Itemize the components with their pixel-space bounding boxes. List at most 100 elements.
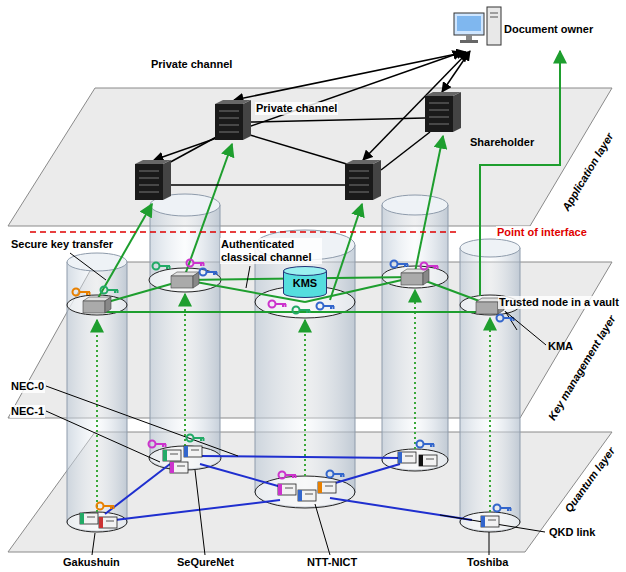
key-icon [391,261,409,268]
svg-ellipse [382,449,448,471]
svg-line [219,125,239,126]
svg-polygon [8,88,612,226]
key-icon [101,287,119,294]
svg-rect [457,16,481,31]
svg-path [160,266,171,269]
secure-key-transfer [97,136,443,300]
svg-path [246,266,250,288]
svg-path [207,272,218,275]
svg-path [466,35,472,40]
svg-path [315,504,330,555]
svg-rect [99,517,103,528]
svg-line [349,171,369,172]
svg-line [488,520,496,521]
svg-rect [278,484,282,495]
svg-rect [481,516,485,527]
kms-cylinder: KMS [283,266,327,298]
text-label: Secure key transfer [10,238,114,251]
svg-ellipse [284,267,327,276]
svg-rect [419,455,423,466]
svg-line [219,118,239,119]
leader-lines [46,253,545,555]
server-icon [425,92,461,132]
qkd-links [105,456,472,520]
svg-line [429,124,449,125]
text-label: NEC-0 [10,380,45,393]
svg-path [215,100,251,104]
svg-path [80,292,91,295]
svg-rect [298,490,302,501]
key-icon [417,441,435,448]
kma-box [171,272,199,288]
server-icon [345,160,381,200]
private-channels [154,52,468,185]
svg-path [171,184,345,186]
svg-rect [460,40,478,43]
svg-rect [476,302,498,314]
svg-line [305,494,313,495]
svg-line [170,454,178,455]
text-label: NTT-NICT [306,556,358,569]
text-label: NEC-1 [10,405,45,418]
svg-path [428,266,439,269]
kma-box [83,297,111,313]
svg-rect [278,484,296,495]
svg-rect [298,490,316,501]
text-label: QKD link [548,526,596,539]
svg-path [382,205,448,470]
svg-path [345,160,381,164]
svg-circle [187,260,194,267]
key-icon [73,289,91,296]
svg-path [489,318,491,512]
svg-path [255,245,355,507]
svg-rect [80,513,84,524]
qkd-device [80,513,98,524]
svg-path [165,135,220,165]
svg-circle [101,287,108,294]
svg-circle [279,472,286,479]
svg-rect [398,452,416,463]
key-icon [187,435,205,442]
svg-circle [327,471,334,478]
svg-path [460,248,520,531]
svg-line [490,17,498,18]
qkd-device [99,517,117,528]
svg-ellipse [382,195,448,215]
key-icon [497,315,515,322]
node-label: KMS [283,277,327,290]
svg-path [70,253,106,280]
svg-line [490,13,498,14]
node-label: Document owner [504,23,593,36]
svg-path [305,277,415,302]
svg-path [46,386,238,456]
text-label: Authenticated classical channel [220,238,322,264]
svg-path [330,204,362,300]
svg-ellipse [460,512,520,532]
svg-rect [318,482,322,493]
svg-path [46,411,160,462]
svg-rect [401,273,423,285]
svg-rect [163,450,167,461]
server-icon [215,100,251,140]
svg-path [414,290,416,449]
svg-rect [170,462,188,473]
svg-circle [149,441,156,448]
svg-circle [269,301,276,308]
svg-line [325,486,333,487]
svg-line [139,192,159,193]
svg-path [193,272,199,288]
svg-line [429,110,449,111]
qkd-device [481,516,499,527]
qkd-device [298,490,316,501]
vault-cylinders [67,194,520,531]
secure-key-transfer [480,51,560,296]
text-label: Toshiba [466,556,509,569]
svg-circle [494,505,501,512]
svg-path [96,320,98,512]
svg-path [489,532,490,555]
key-icon [421,263,439,270]
svg-rect [80,513,98,524]
node-ellipses [67,266,520,532]
svg-path [156,444,167,447]
